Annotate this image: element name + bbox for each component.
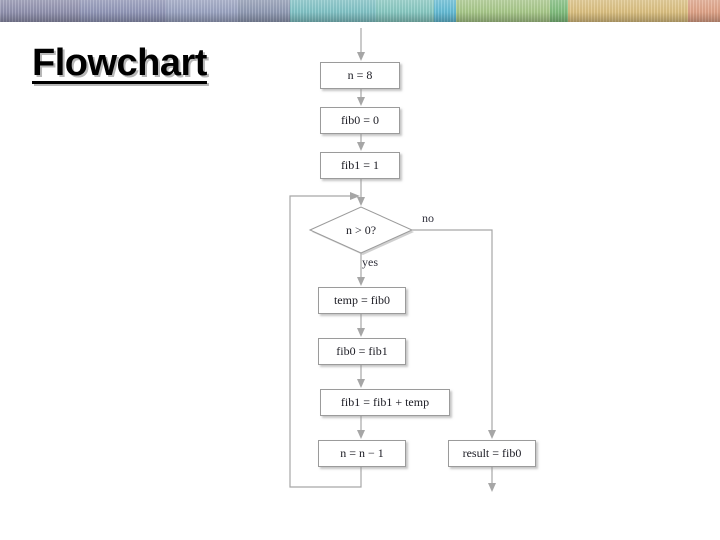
edge-decision-yes-to-n4 xyxy=(357,253,365,286)
color-band xyxy=(166,0,238,22)
edge-label-no: no xyxy=(422,211,434,225)
color-band xyxy=(688,0,720,22)
color-band xyxy=(434,0,456,22)
decorative-color-bar xyxy=(0,0,720,22)
edge-n5-to-n6 xyxy=(357,365,365,388)
color-bar-texture xyxy=(0,0,720,22)
edge-n4-to-n5 xyxy=(357,314,365,337)
flow-node-n8[interactable]: result = fib0 xyxy=(448,440,536,467)
edge-n6-to-n7 xyxy=(357,416,365,439)
color-band xyxy=(550,0,568,22)
decision-diamond-shape xyxy=(308,206,414,255)
color-band xyxy=(238,0,290,22)
flow-node-decision-label[interactable]: n > 0? xyxy=(345,222,377,237)
edge-n8-to-end xyxy=(488,467,496,492)
flow-node-n6[interactable]: fib1 = fib1 + temp xyxy=(320,389,450,416)
color-band xyxy=(568,0,688,22)
color-band xyxy=(0,0,80,22)
color-band xyxy=(376,0,434,22)
flow-node-n3[interactable]: fib1 = 1 xyxy=(320,152,400,179)
edge-n2-to-n3 xyxy=(357,134,365,151)
edge-decision-no-to-n8 xyxy=(412,229,496,439)
edge-n1-to-n2 xyxy=(357,89,365,106)
edge-start-to-n1 xyxy=(357,28,365,61)
edge-label-yes: yes xyxy=(362,255,378,269)
flow-node-n5[interactable]: fib0 = fib1 xyxy=(318,338,406,365)
flow-node-n4[interactable]: temp = fib0 xyxy=(318,287,406,314)
flow-node-n7[interactable]: n = n − 1 xyxy=(318,440,406,467)
edge-n7-loopback-to-decision xyxy=(289,192,362,488)
color-band xyxy=(290,0,376,22)
color-band xyxy=(456,0,550,22)
page-title: Flowchart xyxy=(32,42,207,84)
flow-node-n2[interactable]: fib0 = 0 xyxy=(320,107,400,134)
color-band xyxy=(80,0,166,22)
color-bar-shading xyxy=(0,0,720,22)
flow-node-n1[interactable]: n = 8 xyxy=(320,62,400,89)
edge-n3-to-decision xyxy=(357,179,365,206)
